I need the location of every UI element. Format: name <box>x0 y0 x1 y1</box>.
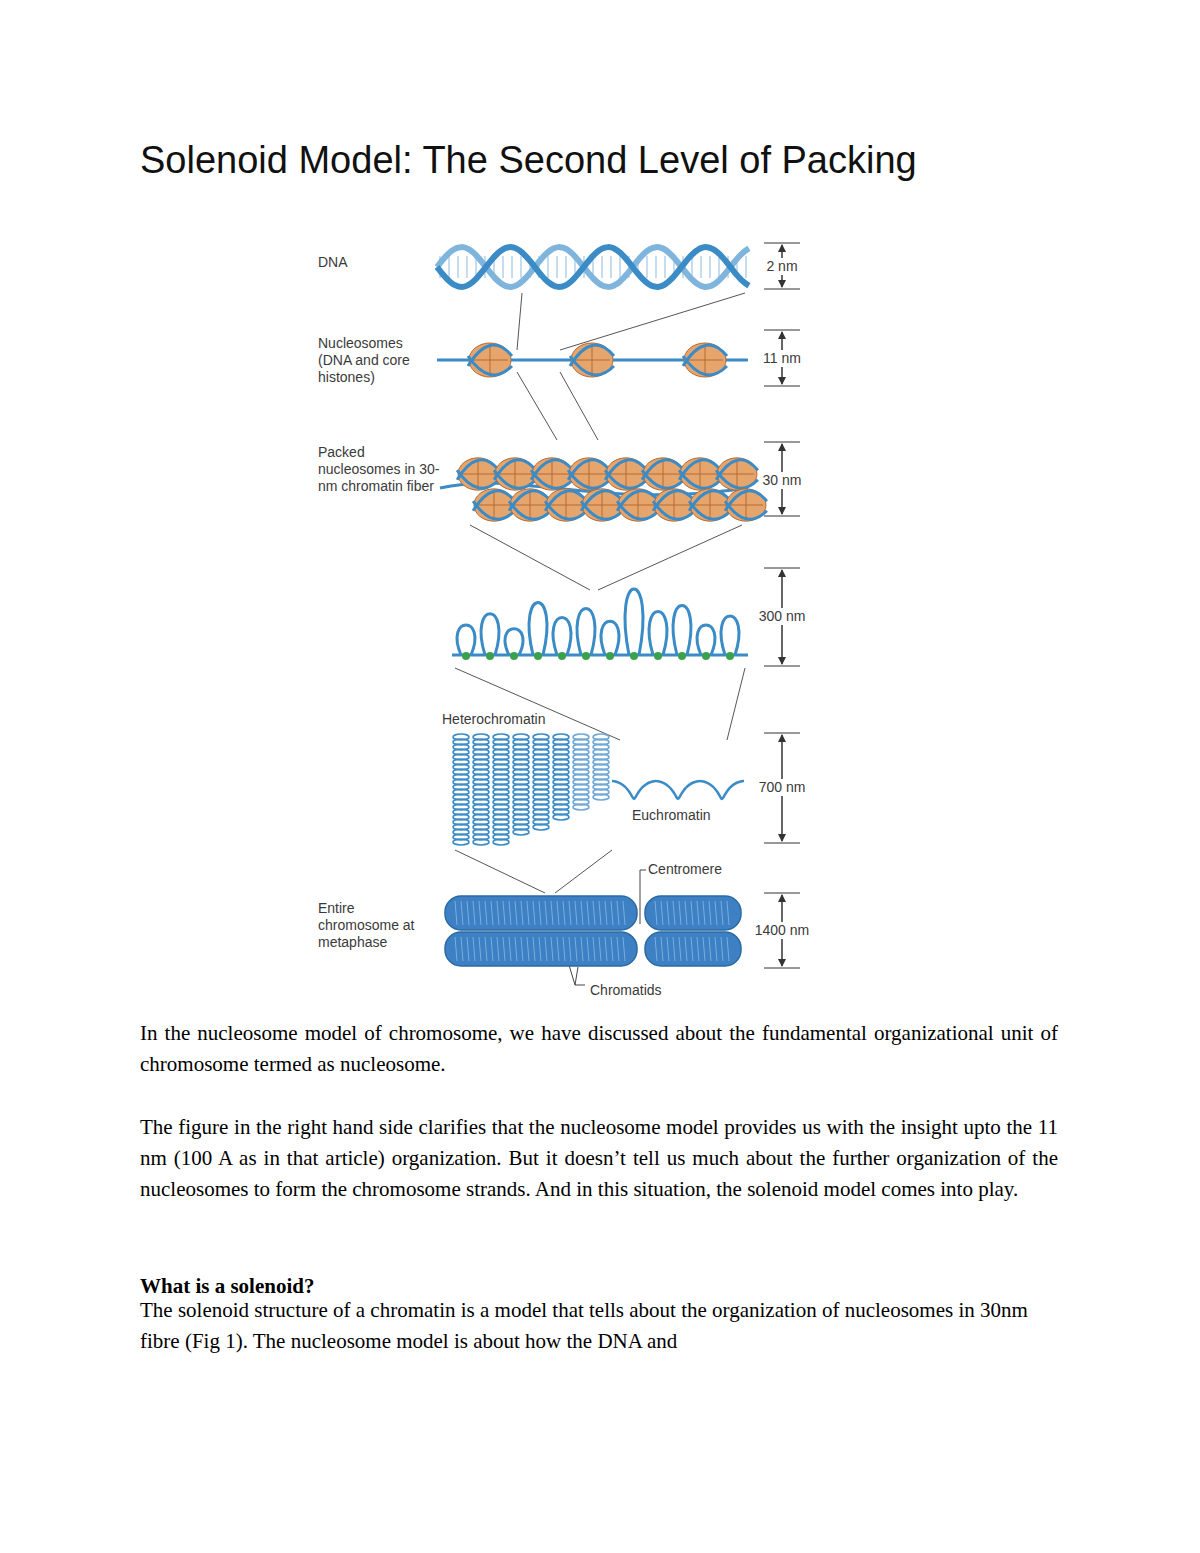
dimension: 700 nm <box>758 779 807 796</box>
structure-label: Chromatids <box>590 982 662 999</box>
paragraph: The figure in the right hand side clarif… <box>140 1112 1058 1205</box>
paragraph: In the nucleosome model of chromosome, w… <box>140 1018 1058 1080</box>
dimension: 30 nm <box>762 472 803 489</box>
section-heading: What is a solenoid? <box>140 1271 314 1302</box>
page-title: Solenoid Model: The Second Level of Pack… <box>140 138 917 182</box>
paragraph: The solenoid structure of a chromatin is… <box>140 1295 1058 1357</box>
structure-label: DNA <box>318 254 348 271</box>
dimension: 300 nm <box>758 608 807 625</box>
structure-label: Entire chromosome at metaphase <box>318 900 428 951</box>
structure-label: Nucleosomes (DNA and core histones) <box>318 335 436 386</box>
drawn-structures <box>437 243 800 968</box>
structure-label: Heterochromatin <box>442 711 546 728</box>
structure-label: Packed nucleosomes in 30-nm chromatin fi… <box>318 444 440 495</box>
structure-label: Centromere <box>648 861 722 878</box>
dimension: 11 nm <box>762 350 802 367</box>
structure-label: Euchromatin <box>632 807 711 824</box>
zoom-lines <box>455 293 745 893</box>
dimension: 2 nm <box>765 258 798 275</box>
dimension: 1400 nm <box>754 922 810 939</box>
